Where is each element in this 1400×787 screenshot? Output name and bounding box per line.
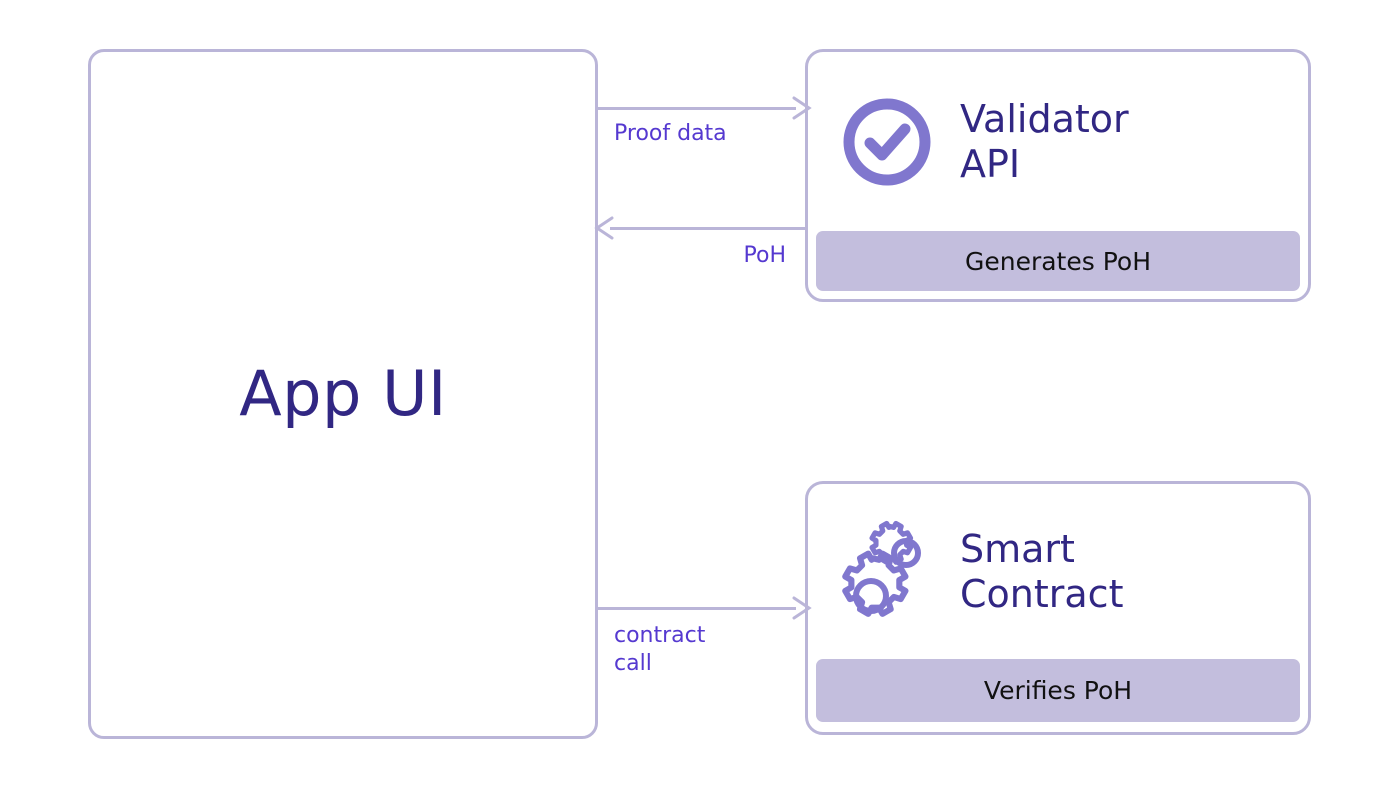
connector-proof-data-label: Proof data [614,121,727,146]
node-app-ui[interactable]: App UI [88,49,598,739]
connector-proof-data-arrowhead [792,96,812,120]
node-smart-contract-banner: Verifies PoH [816,659,1300,722]
gears-icon [822,484,952,659]
connector-contract-call-label: contract call [614,623,706,677]
contract-title-line-2: Contract [960,571,1124,616]
node-smart-contract-title: Smart Contract [952,527,1123,615]
node-validator-api-title: Validator API [952,97,1129,185]
connector-contract-call-arrowhead [792,596,812,620]
connector-contract-call-line [598,607,796,610]
check-circle-icon [822,52,952,231]
node-validator-api[interactable]: Validator API Generates PoH [805,49,1311,302]
node-app-ui-label: App UI [239,357,447,430]
node-smart-contract[interactable]: Smart Contract Verifies PoH [805,481,1311,735]
contract-card-head: Smart Contract [808,484,1308,659]
node-validator-api-banner: Generates PoH [816,231,1300,291]
validator-card-head: Validator API [808,52,1308,231]
connector-poh-label: PoH [743,243,787,268]
contract-title-line-1: Smart [960,527,1075,572]
connector-poh-arrowhead [594,216,614,240]
validator-title-line-2: API [960,141,1021,186]
connector-proof-data-line [598,107,796,110]
connector-poh-line [610,227,806,230]
validator-title-line-1: Validator [960,97,1129,142]
